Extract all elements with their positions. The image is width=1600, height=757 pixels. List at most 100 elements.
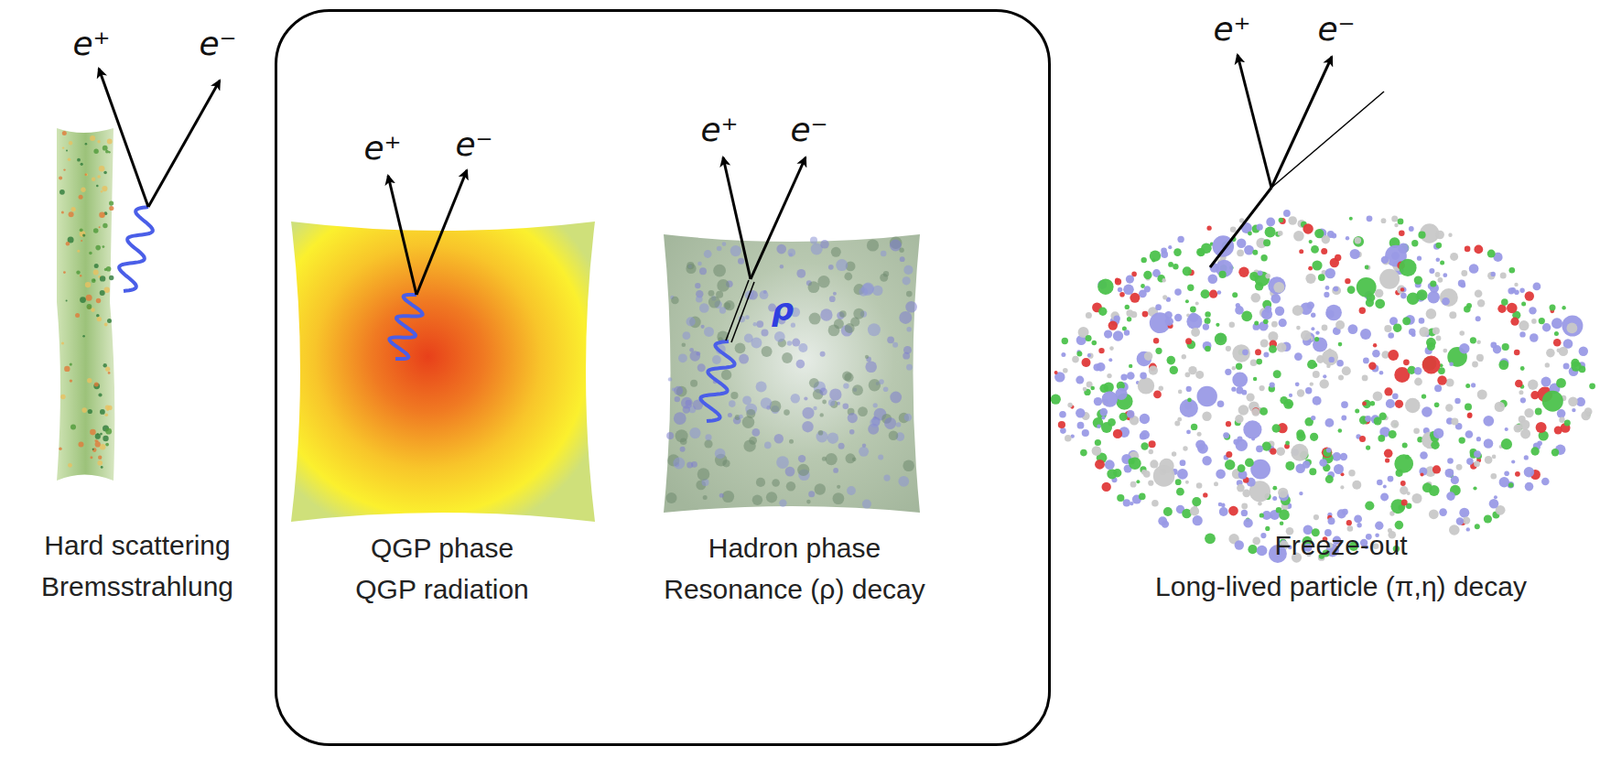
particle xyxy=(808,281,821,293)
particle xyxy=(1050,394,1061,405)
particle xyxy=(1185,480,1190,485)
particle xyxy=(1148,449,1154,455)
particle xyxy=(1432,327,1440,336)
particle xyxy=(1172,263,1179,270)
particle xyxy=(806,499,811,505)
particle xyxy=(1192,515,1203,526)
particle xyxy=(1433,428,1444,439)
particle xyxy=(774,331,786,343)
particle xyxy=(1365,265,1372,271)
particle xyxy=(1385,399,1395,409)
particle xyxy=(1470,382,1476,388)
particle xyxy=(93,149,98,154)
particle xyxy=(1491,454,1497,460)
particle xyxy=(745,409,756,419)
particle xyxy=(1237,464,1246,473)
particle xyxy=(1126,410,1136,419)
particle xyxy=(1448,233,1452,238)
particle xyxy=(1174,288,1182,296)
particle xyxy=(1418,467,1428,476)
particle xyxy=(1208,274,1219,285)
lepton-label: e⁻ xyxy=(1317,10,1355,48)
particle xyxy=(686,316,696,326)
particle xyxy=(1075,408,1085,418)
particle xyxy=(1093,397,1103,406)
particle xyxy=(1487,249,1496,259)
particle xyxy=(1114,278,1122,285)
particle xyxy=(1391,215,1398,222)
particle xyxy=(1408,328,1417,336)
particle xyxy=(1477,389,1488,400)
particle xyxy=(1359,435,1366,443)
particle xyxy=(1535,408,1543,416)
particle xyxy=(886,335,895,344)
particle xyxy=(1309,432,1319,442)
particle xyxy=(1374,521,1384,530)
particle xyxy=(1067,402,1072,408)
particle xyxy=(843,402,850,410)
particle xyxy=(105,428,112,435)
particle xyxy=(89,455,93,459)
photon-wiggle xyxy=(118,206,153,292)
particle xyxy=(1459,508,1470,519)
particle xyxy=(1473,460,1481,467)
particle xyxy=(1312,336,1328,352)
particle xyxy=(1098,307,1107,316)
particle xyxy=(76,158,81,163)
particle xyxy=(1167,245,1172,249)
particle xyxy=(906,364,913,371)
particle xyxy=(1062,367,1069,374)
particle xyxy=(1292,304,1304,316)
particle xyxy=(1336,359,1344,368)
particle xyxy=(79,296,87,303)
stage-caption: Long-lived particle (π,η) decay xyxy=(1155,570,1527,604)
particle xyxy=(1186,386,1192,392)
photon-wiggle xyxy=(389,294,422,359)
particle xyxy=(1259,512,1265,518)
particle xyxy=(1333,464,1344,475)
particle xyxy=(1467,412,1473,419)
particle xyxy=(798,343,808,353)
particle xyxy=(1507,287,1514,294)
particle xyxy=(1273,281,1285,293)
particle xyxy=(845,453,856,464)
particle xyxy=(1087,353,1092,357)
particle xyxy=(1256,545,1268,557)
particle xyxy=(1181,354,1187,359)
particle xyxy=(1202,323,1210,330)
particle xyxy=(1364,415,1372,422)
particle xyxy=(905,301,918,314)
particle xyxy=(1307,301,1315,309)
particle xyxy=(1571,408,1576,412)
particle xyxy=(1499,476,1510,487)
particle xyxy=(1113,429,1123,439)
particle xyxy=(60,394,66,400)
particle xyxy=(95,245,101,251)
particle xyxy=(1414,367,1422,375)
particle xyxy=(1244,458,1255,468)
stage-caption: QGP phase xyxy=(370,531,514,565)
particle xyxy=(99,409,106,415)
particle xyxy=(1478,356,1483,362)
particle xyxy=(1114,278,1120,283)
lepton-label: e⁺ xyxy=(72,25,110,63)
particle xyxy=(722,490,735,503)
particle xyxy=(1144,351,1154,361)
particle xyxy=(1264,227,1276,238)
particle xyxy=(1153,390,1162,400)
stage-caption: Freeze-out xyxy=(1274,529,1407,563)
particle xyxy=(1272,423,1281,433)
particle xyxy=(737,258,745,265)
particle xyxy=(828,264,834,271)
particle xyxy=(1285,461,1295,471)
particle xyxy=(97,316,102,322)
particle xyxy=(1422,482,1433,493)
particle xyxy=(75,313,80,318)
particle xyxy=(1195,439,1206,450)
particle xyxy=(94,382,99,388)
particle xyxy=(1513,423,1523,433)
particle xyxy=(1124,329,1130,336)
lepton-label: e⁺ xyxy=(363,129,401,167)
particle xyxy=(889,391,902,404)
particle xyxy=(771,478,780,487)
